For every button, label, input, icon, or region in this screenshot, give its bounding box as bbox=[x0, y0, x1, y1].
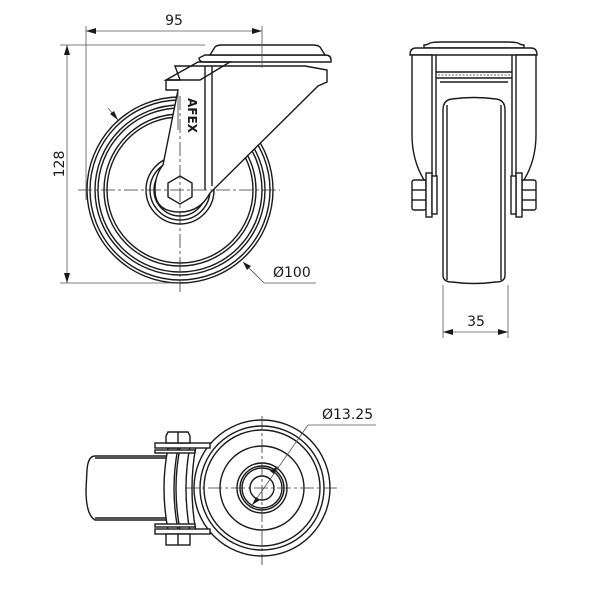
top-view: Ø13.25 bbox=[85, 407, 376, 565]
svg-text:Ø13.25: Ø13.25 bbox=[322, 407, 373, 423]
svg-text:Ø100: Ø100 bbox=[273, 265, 311, 281]
dimension-width-95: 95 bbox=[85, 13, 263, 200]
side-top-plate bbox=[198, 54, 332, 63]
front-top-plate bbox=[423, 41, 525, 49]
svg-text:95: 95 bbox=[165, 13, 183, 29]
top-wheel-body bbox=[85, 455, 173, 521]
front-view: 35 bbox=[409, 41, 538, 338]
svg-text:128: 128 bbox=[52, 151, 68, 178]
dimension-wheel-width-35: 35 bbox=[442, 285, 509, 338]
dimension-bolt-hole-diameter: Ø13.25 bbox=[249, 407, 376, 509]
dimension-wheel-diameter: Ø100 bbox=[242, 261, 316, 284]
side-view: AFEX 95 128 Ø100 bbox=[52, 13, 332, 292]
dimension-height-128: 128 bbox=[52, 44, 205, 284]
brand-mark: AFEX bbox=[185, 98, 199, 134]
front-wheel bbox=[442, 96, 506, 285]
side-fork bbox=[154, 65, 328, 213]
svg-text:35: 35 bbox=[467, 314, 485, 330]
